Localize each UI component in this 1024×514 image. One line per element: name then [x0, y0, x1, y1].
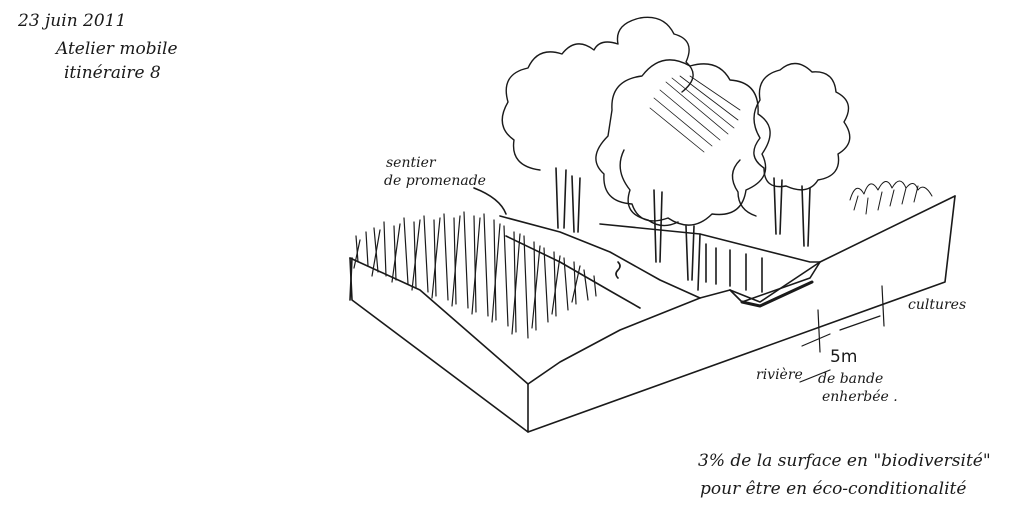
canopy-shading: [649, 75, 741, 153]
caption-line-1: 3% de la surface en "biodiversité": [698, 451, 991, 471]
atelier-note: Atelier mobile: [56, 39, 178, 59]
tree-trunks: [555, 167, 811, 281]
date-note: 23 juin 2011: [18, 11, 127, 31]
promenade-path: [473, 187, 701, 309]
label-sentier: sentier: [386, 155, 436, 171]
label-enherbee: enherbée .: [822, 389, 898, 405]
dimension-lines: [799, 285, 885, 383]
label-promenade: de promenade: [384, 173, 486, 189]
tree-canopies: [501, 16, 851, 227]
river-channel: [599, 223, 821, 308]
tall-grass: [353, 211, 597, 339]
label-bande: de bande: [818, 371, 884, 387]
itinerary-note: itinéraire 8: [64, 63, 161, 83]
caption-line-2: pour être en éco-conditionalité: [700, 479, 967, 499]
label-cultures: cultures: [908, 297, 967, 313]
hedge: [849, 180, 933, 215]
label-riviere: rivière: [756, 367, 803, 383]
label-width: 5m: [830, 347, 858, 367]
